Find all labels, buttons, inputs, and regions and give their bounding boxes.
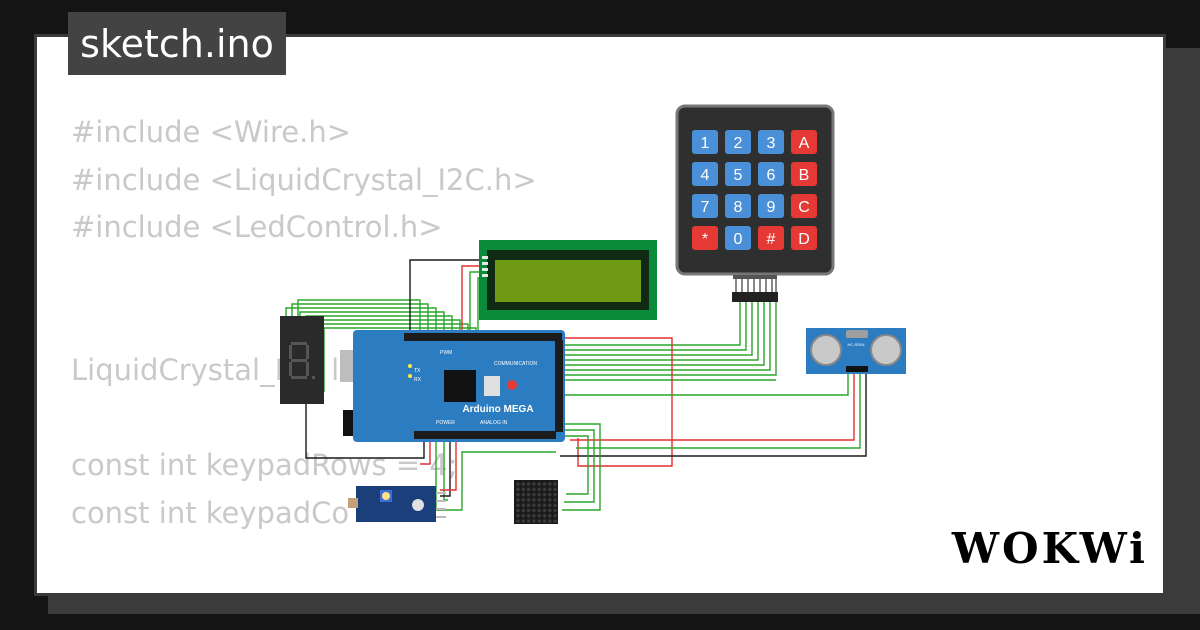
code-line: #include <LedControl.h> [71,210,443,245]
sketch-filename-tab[interactable]: sketch.ino [68,12,286,75]
sketch-filename: sketch.ino [80,21,274,66]
code-line: char keys[keypadRows][keypadCols] = { [71,585,664,593]
code-line: const int keypadCo [71,495,350,530]
code-line: const int keypadRows = 4; [71,448,458,483]
code-background: #include <Wire.h> #include <LiquidCrystal… [71,109,664,593]
code-line: #include <LiquidCrystal_I2C.h> [71,162,537,197]
code-line: LiquidCrystal_I2C l [71,352,340,387]
code-line [71,395,664,443]
code-line: #include <Wire.h> [71,115,352,149]
wokwi-logo: WOKWi [951,524,1148,573]
code-line [71,537,664,585]
code-line [71,252,664,300]
code-line [71,299,664,347]
project-preview-card: #include <Wire.h> #include <LiquidCrystal… [34,34,1166,596]
